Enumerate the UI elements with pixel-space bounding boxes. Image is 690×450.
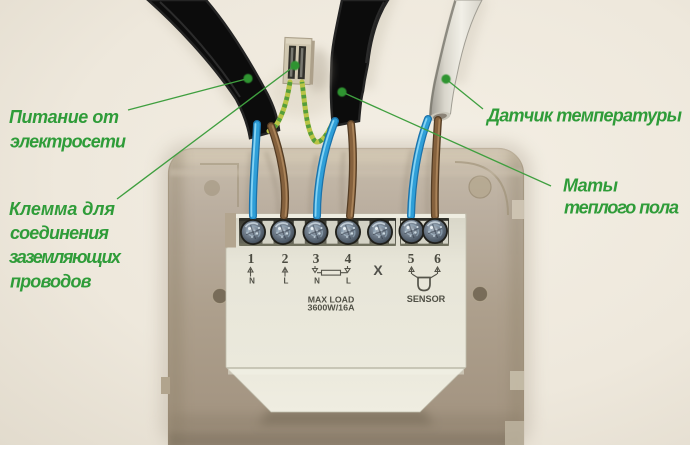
svg-text:2: 2 — [282, 251, 289, 266]
svg-text:5: 5 — [408, 251, 415, 266]
svg-text:3: 3 — [313, 251, 320, 266]
svg-text:Датчик температуры: Датчик температуры — [485, 106, 683, 126]
svg-text:N: N — [314, 277, 320, 286]
svg-text:L: L — [284, 277, 289, 286]
svg-text:соединения: соединения — [10, 223, 109, 243]
svg-text:Маты: Маты — [563, 176, 619, 196]
svg-text:N: N — [249, 277, 255, 286]
svg-text:MAX LOAD: MAX LOAD — [308, 295, 355, 305]
svg-text:электросети: электросети — [10, 132, 126, 152]
svg-text:проводов: проводов — [10, 272, 92, 292]
svg-text:3600W/16A: 3600W/16A — [308, 303, 355, 313]
svg-text:1: 1 — [248, 251, 255, 266]
svg-text:Клемма для: Клемма для — [9, 199, 115, 219]
svg-text:X: X — [373, 262, 383, 278]
svg-text:SENSOR: SENSOR — [407, 294, 446, 304]
svg-text:теплого пола: теплого пола — [564, 198, 679, 218]
svg-text:Питание от: Питание от — [9, 107, 119, 127]
svg-text:6: 6 — [434, 251, 441, 266]
svg-text:заземляющих: заземляющих — [9, 247, 122, 267]
svg-text:4: 4 — [345, 251, 352, 266]
svg-text:L: L — [346, 277, 351, 286]
